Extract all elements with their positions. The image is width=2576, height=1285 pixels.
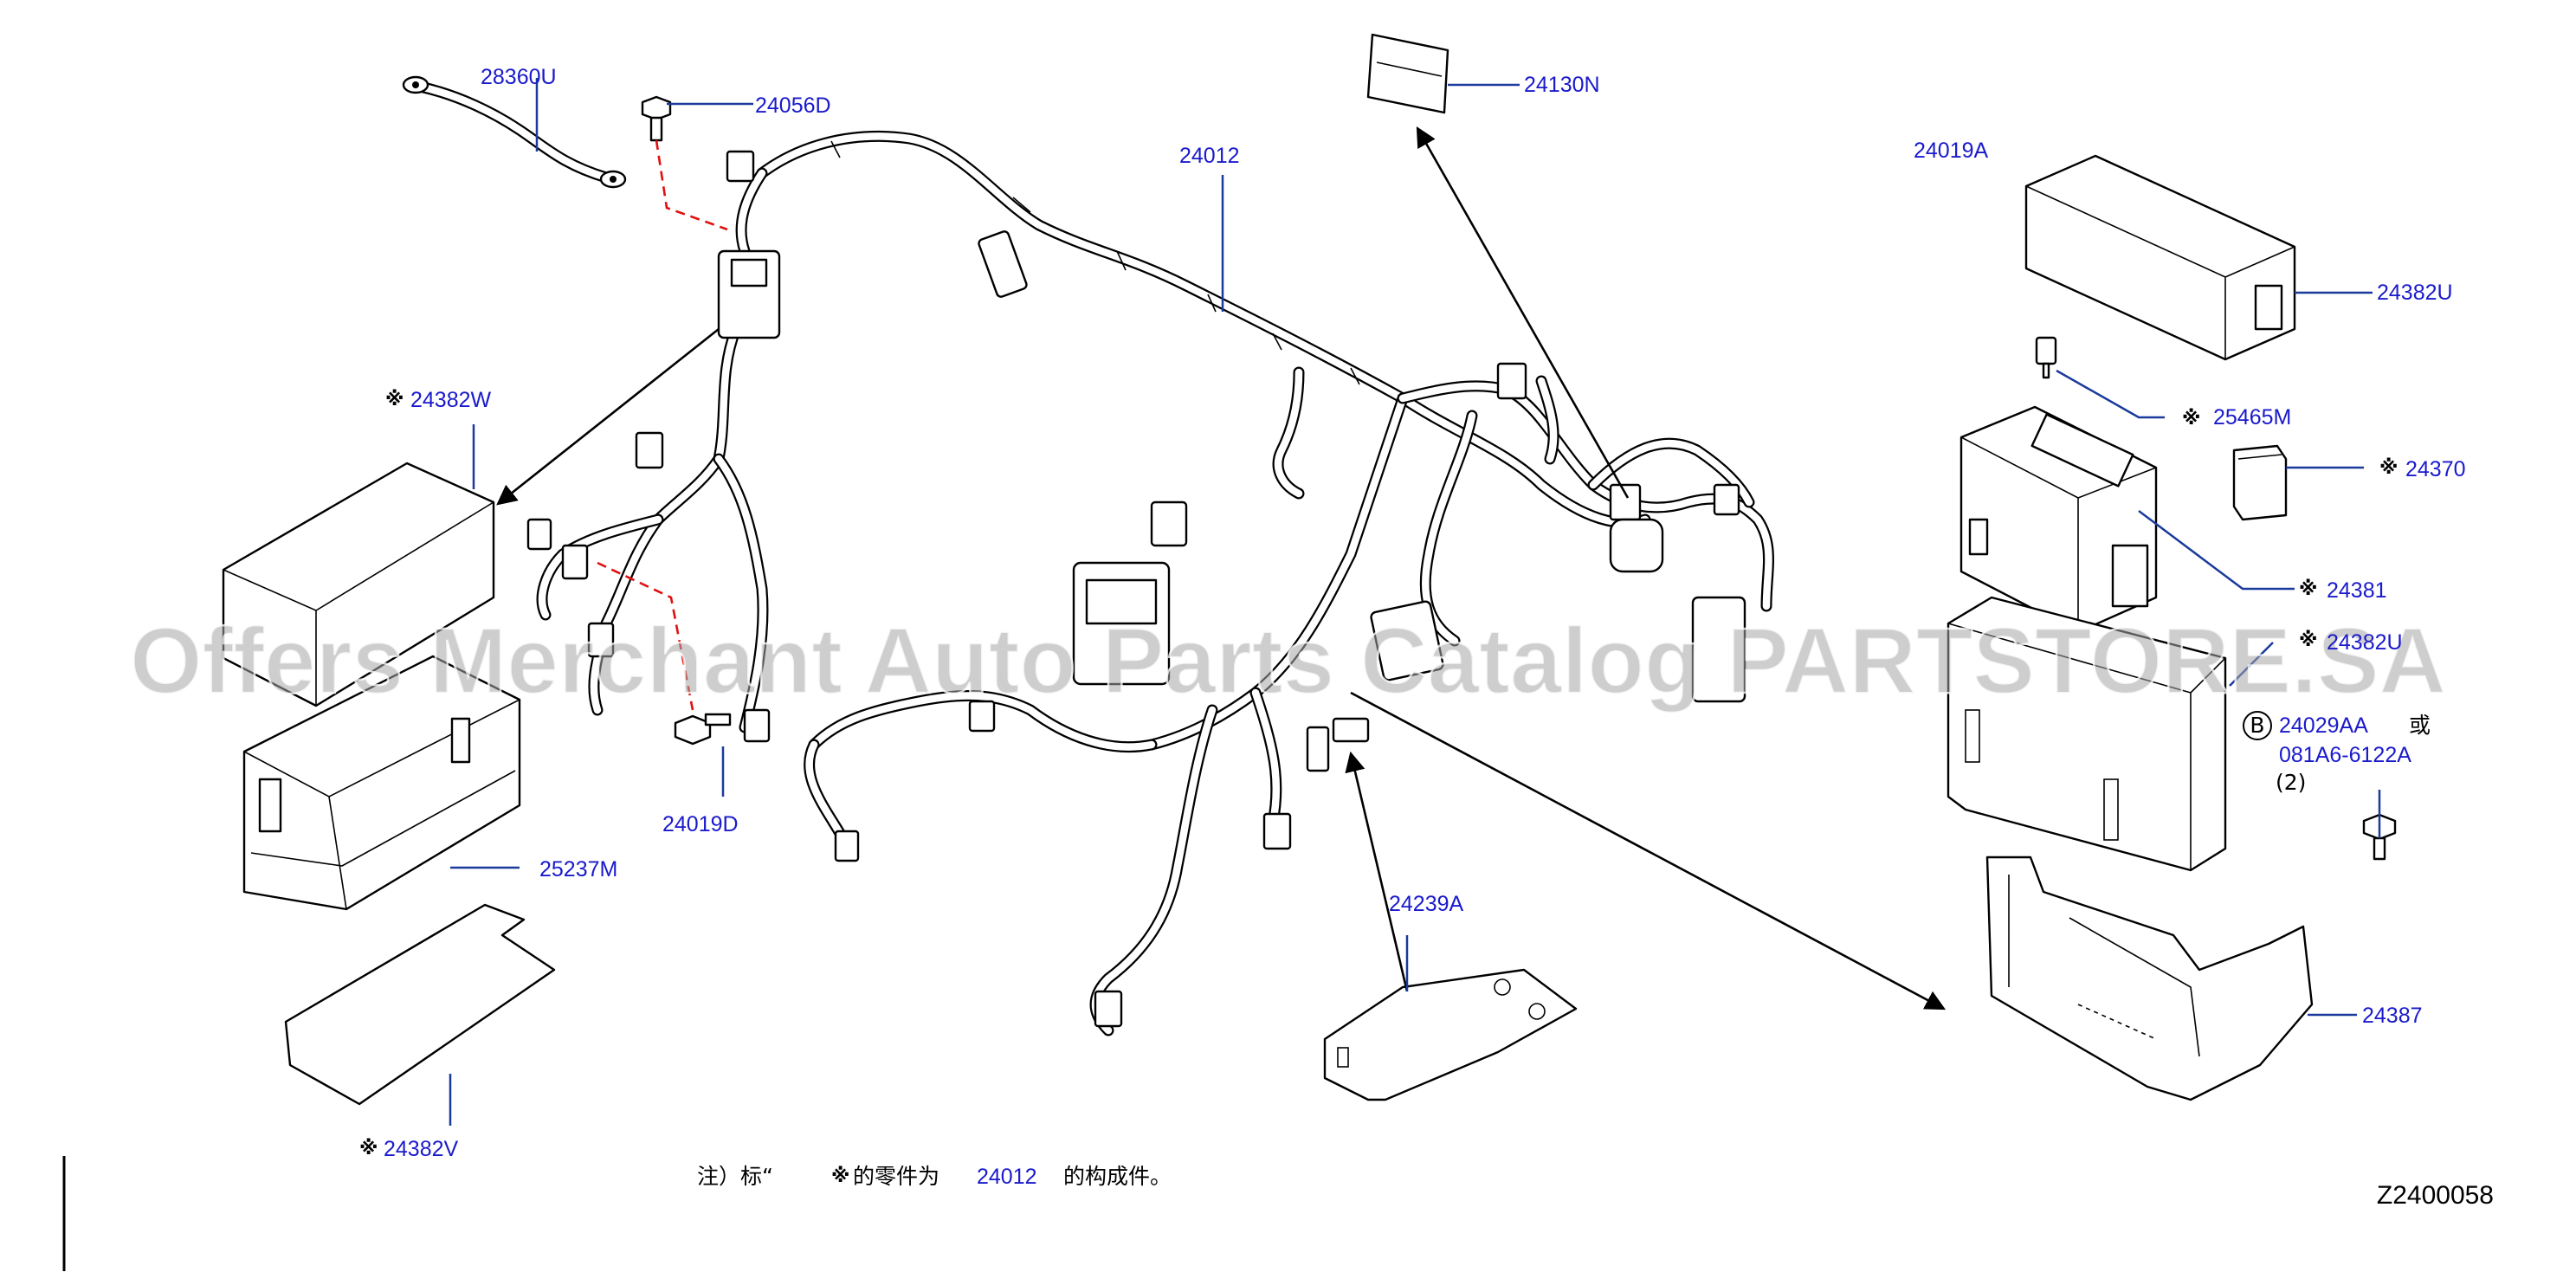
label-24370[interactable]: 24370 [2405, 457, 2466, 481]
note-part-24012[interactable]: 24012 [977, 1165, 1037, 1189]
label-24056D[interactable]: 24056D [755, 94, 831, 118]
label-24382V[interactable]: 24382V [384, 1137, 459, 1161]
note-middle: 的零件为 [853, 1164, 939, 1189]
relay-box-25237M [242, 655, 521, 911]
diagram-code: Z2400058 [2377, 1181, 2494, 1210]
asterisk-mark: ※ [2182, 408, 2200, 429]
label-24130N[interactable]: 24130N [1524, 73, 1600, 97]
asterisk-mark: ※ [2299, 578, 2317, 600]
quantity-2: (2) [2276, 770, 2306, 795]
footnote: 注）标“ ※ 的零件为 24012 的构成件。 [697, 1164, 1172, 1189]
label-24029AA[interactable]: 24029AA [2279, 714, 2368, 738]
label-24387[interactable]: 24387 [2362, 1004, 2423, 1028]
or-text: 或 [2409, 713, 2431, 738]
ground-cable-28360U [402, 75, 627, 189]
label-28360U[interactable]: 28360U [481, 65, 557, 89]
relay-box-plate-24382V [284, 903, 556, 1106]
bolt-24019D [597, 561, 732, 746]
watermark-text: Offers Merchant Auto Parts Catalog PARTS… [130, 608, 2446, 713]
note-prefix: 注）标“ [697, 1164, 773, 1189]
bracket-24239A [1323, 691, 1947, 1101]
label-24382U-top[interactable]: 24382U [2377, 281, 2453, 305]
asterisk-mark: ※ [2379, 457, 2398, 479]
label-24019A[interactable]: 24019A [1914, 139, 1989, 163]
cover-24130N [1366, 33, 1630, 499]
cover-24382U-top [2024, 154, 2296, 361]
label-25237M[interactable]: 25237M [539, 857, 617, 881]
label-25465M[interactable]: 25465M [2213, 405, 2291, 429]
leader-lines [449, 78, 2381, 1126]
note-suffix: 的构成件。 [1063, 1164, 1172, 1189]
asterisk-mark: ※ [359, 1138, 378, 1159]
label-24382W[interactable]: 24382W [410, 388, 492, 412]
callout-b-letter: B [2250, 713, 2264, 738]
relay-box-cover-24382W [222, 462, 495, 707]
callout-b: B [2243, 711, 2272, 740]
label-24239A[interactable]: 24239A [1389, 892, 1464, 916]
fuse-box-24382U [1947, 596, 2227, 872]
bracket-24387 [1985, 856, 2314, 1101]
label-24382U-box[interactable]: 24382U [2327, 630, 2403, 655]
label-24019D[interactable]: 24019D [662, 812, 739, 836]
label-24012[interactable]: 24012 [1179, 144, 1240, 168]
note-asterisk: ※ [831, 1166, 849, 1187]
fuse-block-24381 [1959, 405, 2158, 634]
fuse-25465M [2035, 336, 2057, 379]
asterisk-mark: ※ [2299, 630, 2317, 651]
label-24381[interactable]: 24381 [2327, 578, 2387, 603]
relay-24370 [2232, 444, 2288, 521]
asterisk-mark: ※ [385, 389, 404, 410]
label-081A6-6122A[interactable]: 081A6-6122A [2279, 743, 2411, 767]
main-harness-24012 [526, 130, 1774, 1036]
bolt-24056D [641, 95, 728, 231]
